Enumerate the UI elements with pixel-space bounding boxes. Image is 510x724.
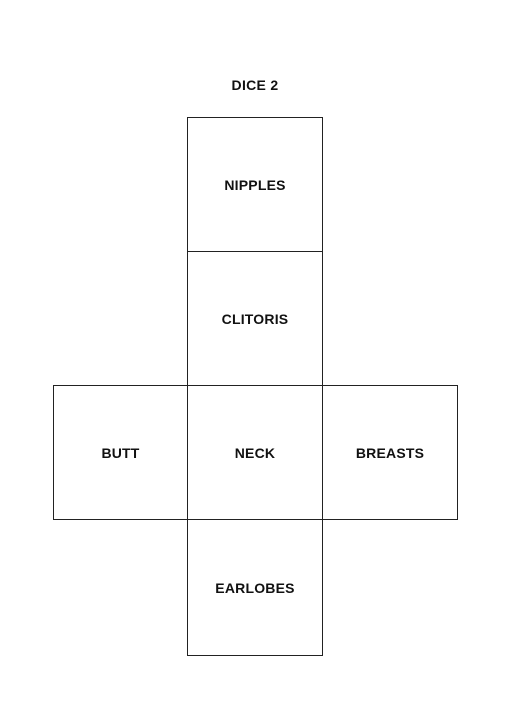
dice-face-label: NIPPLES xyxy=(224,176,286,193)
dice-face-label: EARLOBES xyxy=(215,579,295,596)
dice-face-left: BUTT xyxy=(53,385,188,520)
dice-face-label: BUTT xyxy=(101,444,140,461)
dice-face-upper-middle: CLITORIS xyxy=(187,251,323,386)
dice-face-right: BREASTS xyxy=(322,385,458,520)
dice-face-label: BREASTS xyxy=(355,444,425,461)
dice-face-label: NECK xyxy=(234,444,276,461)
page-title: DICE 2 xyxy=(231,77,279,93)
dice-face-bottom: EARLOBES xyxy=(187,519,323,656)
dice-face-top: NIPPLES xyxy=(187,117,323,252)
dice-face-label: CLITORIS xyxy=(221,310,289,327)
dice-face-center: NECK xyxy=(187,385,323,520)
